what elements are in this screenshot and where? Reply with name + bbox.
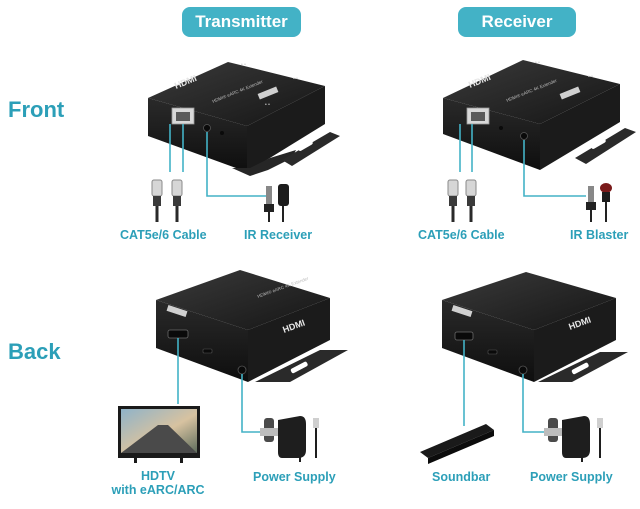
svg-text:• •: • • — [241, 62, 246, 68]
tx-cat-cable-icon — [151, 179, 183, 222]
ir-receiver-icon — [264, 184, 289, 222]
tx-power-supply-icon — [260, 416, 319, 462]
hdtv-caption-line2: with eARC/ARC — [111, 483, 205, 497]
receiver-back-device: HDMI — [442, 272, 628, 382]
transmitter-back-device: HDMI HDMI® eARC 4K Extender — [156, 270, 348, 382]
rx-front-ir-caption: IR Blaster — [570, 228, 629, 242]
receiver-front-device: HDMI HDMI® eARC 4K Extender • • • • — [443, 60, 636, 170]
svg-text:• •: • • — [265, 102, 270, 108]
rx-front-cable-caption: CAT5e/6 Cable — [418, 228, 505, 242]
hdtv-caption-line1: HDTV — [140, 469, 176, 483]
tx-back-connector-lines — [177, 338, 262, 433]
tx-front-cable-caption: CAT5e/6 Cable — [120, 228, 207, 242]
svg-text:• •: • • — [293, 76, 298, 82]
svg-text:• •: • • — [535, 60, 540, 66]
rx-front-connector-lines — [459, 124, 586, 197]
rx-power-supply-icon — [544, 416, 603, 462]
power-port — [237, 365, 247, 375]
hdmi-port — [167, 329, 189, 339]
transmitter-front-device: HDMI HDMI® eARC 4K Extender • • • • • • — [148, 62, 340, 176]
ir-blaster-icon — [586, 183, 612, 222]
ir-port — [203, 124, 211, 132]
receiver-header: Receiver — [458, 7, 576, 37]
tx-front-connector-lines — [169, 124, 266, 197]
back-row-label: Back — [8, 339, 61, 364]
tx-back-tv-caption: HDTV with eARC/ARC — [104, 469, 212, 497]
transmitter-header: Transmitter — [182, 7, 301, 37]
front-row-label: Front — [8, 97, 65, 122]
hdtv-icon — [118, 406, 200, 463]
rx-back-connector-lines — [463, 340, 546, 433]
tx-front-ir-caption: IR Receiver — [244, 228, 313, 242]
rx-back-power-caption: Power Supply — [530, 470, 613, 484]
rx-cat-cable-icon — [447, 179, 477, 222]
soundbar-icon — [420, 424, 494, 464]
tx-back-power-caption: Power Supply — [253, 470, 336, 484]
rx-back-sound-caption: Soundbar — [432, 470, 491, 484]
svg-text:• •: • • — [588, 74, 593, 80]
